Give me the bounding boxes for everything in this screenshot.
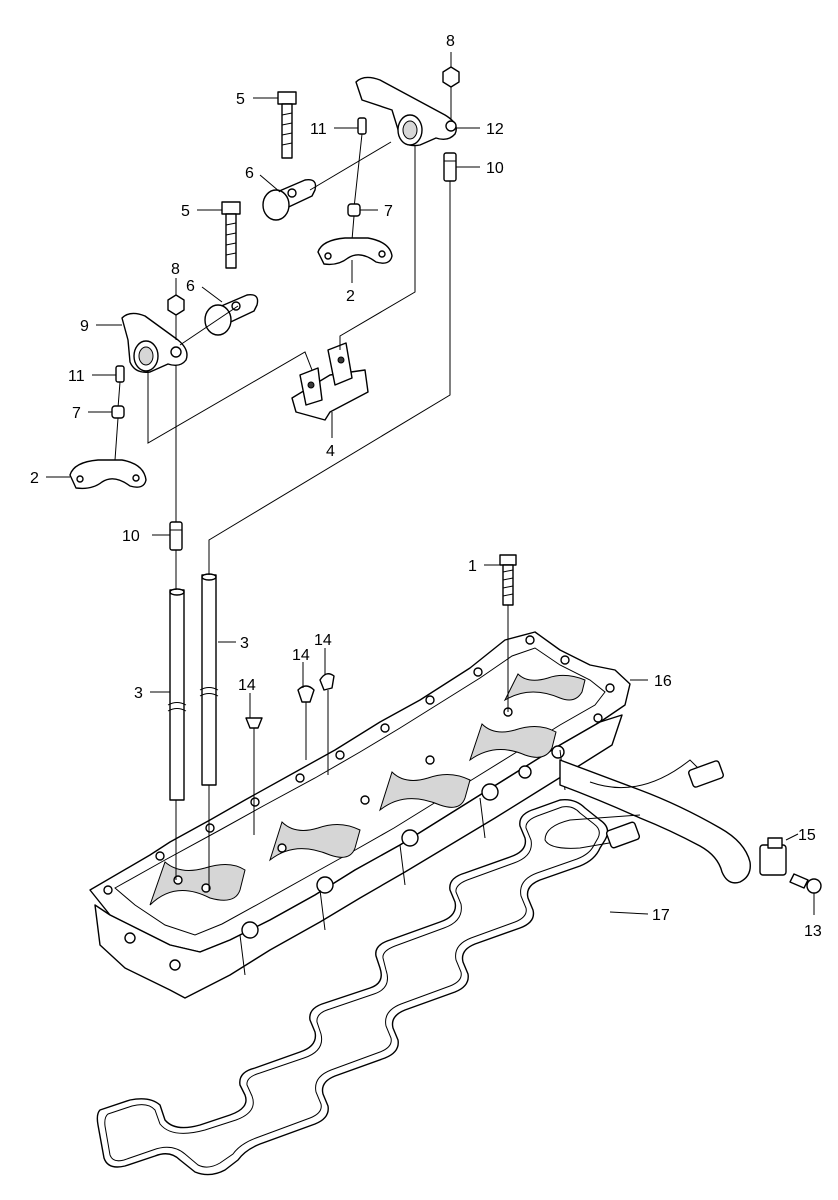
wire-harness [544,759,787,884]
nut-8-upper [442,66,460,120]
callout-7-upper: 7 [384,203,393,220]
bearing-cap-2-upper [317,237,393,266]
callout-5-lower: 5 [181,203,190,220]
callout-10-upper: 10 [486,160,504,177]
callout-8-upper: 8 [446,33,455,50]
stud-11-lower [115,365,125,409]
bolt-5-lower [221,201,241,269]
oil-tube-left [167,588,187,801]
callout-14-c: 14 [314,632,332,649]
breather-valve-14-b [297,685,315,760]
callout-7-lower: 7 [72,405,81,422]
callout-1: 1 [468,558,477,575]
pin-6-upper [262,179,317,221]
callout-9: 9 [80,318,89,335]
stud-11-upper [353,117,367,209]
callout-14-a: 14 [238,677,256,694]
callout-2-lower: 2 [30,470,39,487]
callout-17: 17 [652,907,670,924]
callout-leaders [46,52,815,915]
callout-6-lower: 6 [186,278,195,295]
callout-5-upper: 5 [236,91,245,108]
callout-16: 16 [654,673,672,690]
bearing-cap-2-lower [69,459,147,490]
rocker-bracket-12 [355,76,457,147]
callout-labels: 1 2 2 3 3 4 5 5 6 6 7 7 8 8 9 10 10 11 1… [30,33,822,940]
callout-6-upper: 6 [245,165,254,182]
valve-cover [89,631,631,999]
cap-7-upper [347,203,361,241]
bolt-1 [499,554,517,712]
oil-tube-right [199,573,219,786]
rocker-bracket-9 [121,312,188,373]
bracket-4 [291,342,369,421]
callout-12: 12 [486,121,504,138]
callout-11-upper: 11 [310,121,327,138]
callout-8-lower: 8 [171,261,180,278]
callout-10-lower: 10 [122,528,140,545]
callout-11-lower: 11 [68,368,85,385]
assembly-lines [147,141,451,890]
callout-3-right: 3 [240,635,249,652]
callout-2-upper: 2 [346,288,355,305]
callout-4: 4 [326,443,335,460]
breather-valve-14-c [319,673,335,775]
nut-8-lower [167,294,185,340]
callout-15: 15 [798,827,816,844]
sleeve-10-upper [443,152,457,182]
pin-6-lower [204,294,259,336]
callout-13: 13 [804,923,822,940]
valve-cover-gasket [96,798,609,1176]
bolt-5-upper [277,91,297,159]
breather-valve-14-a [245,717,263,835]
bolt-13 [789,873,822,894]
cap-7-lower [111,405,125,461]
callout-14-b: 14 [292,647,310,664]
callout-3-left: 3 [134,685,143,702]
sleeve-10-lower [169,521,183,551]
